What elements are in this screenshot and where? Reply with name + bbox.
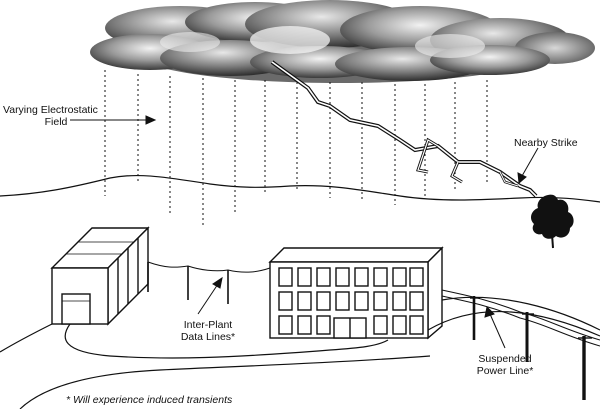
- left-building: [50, 226, 150, 326]
- label-data-lines-line-2: Data Lines*: [180, 331, 236, 343]
- label-power-line-line-2: Power Line*: [476, 365, 534, 377]
- office-windows: [278, 267, 424, 335]
- inter-plant-data-line: [147, 261, 271, 304]
- ground-paths: [0, 296, 600, 410]
- data-lines-arrow: [197, 283, 219, 315]
- horizon-line: [0, 174, 600, 203]
- tree-icon: [531, 194, 574, 249]
- suspended-power-line: [441, 289, 600, 400]
- strike-arrow: [521, 147, 539, 177]
- storm-cloud: [90, 0, 595, 83]
- label-arrows: [70, 115, 539, 349]
- lightning-bolt: [270, 60, 538, 198]
- label-suspended-power-line: Suspended Power Line*: [470, 353, 540, 377]
- right-building: [268, 246, 444, 340]
- label-field-line-1: Varying Electrostatic: [3, 104, 98, 116]
- label-field-line-2: Field: [44, 116, 68, 128]
- footnote: * Will experience induced transients: [66, 394, 233, 406]
- label-varying-electrostatic-field: Varying Electrostatic Field: [3, 104, 109, 128]
- power-line-arrow: [489, 313, 506, 349]
- label-inter-plant-data-lines: Inter-Plant Data Lines*: [158, 319, 258, 343]
- label-nearby-strike: Nearby Strike: [514, 137, 578, 149]
- label-power-line-line-1: Suspended: [478, 353, 532, 365]
- label-data-lines-line-1: Inter-Plant: [183, 319, 233, 331]
